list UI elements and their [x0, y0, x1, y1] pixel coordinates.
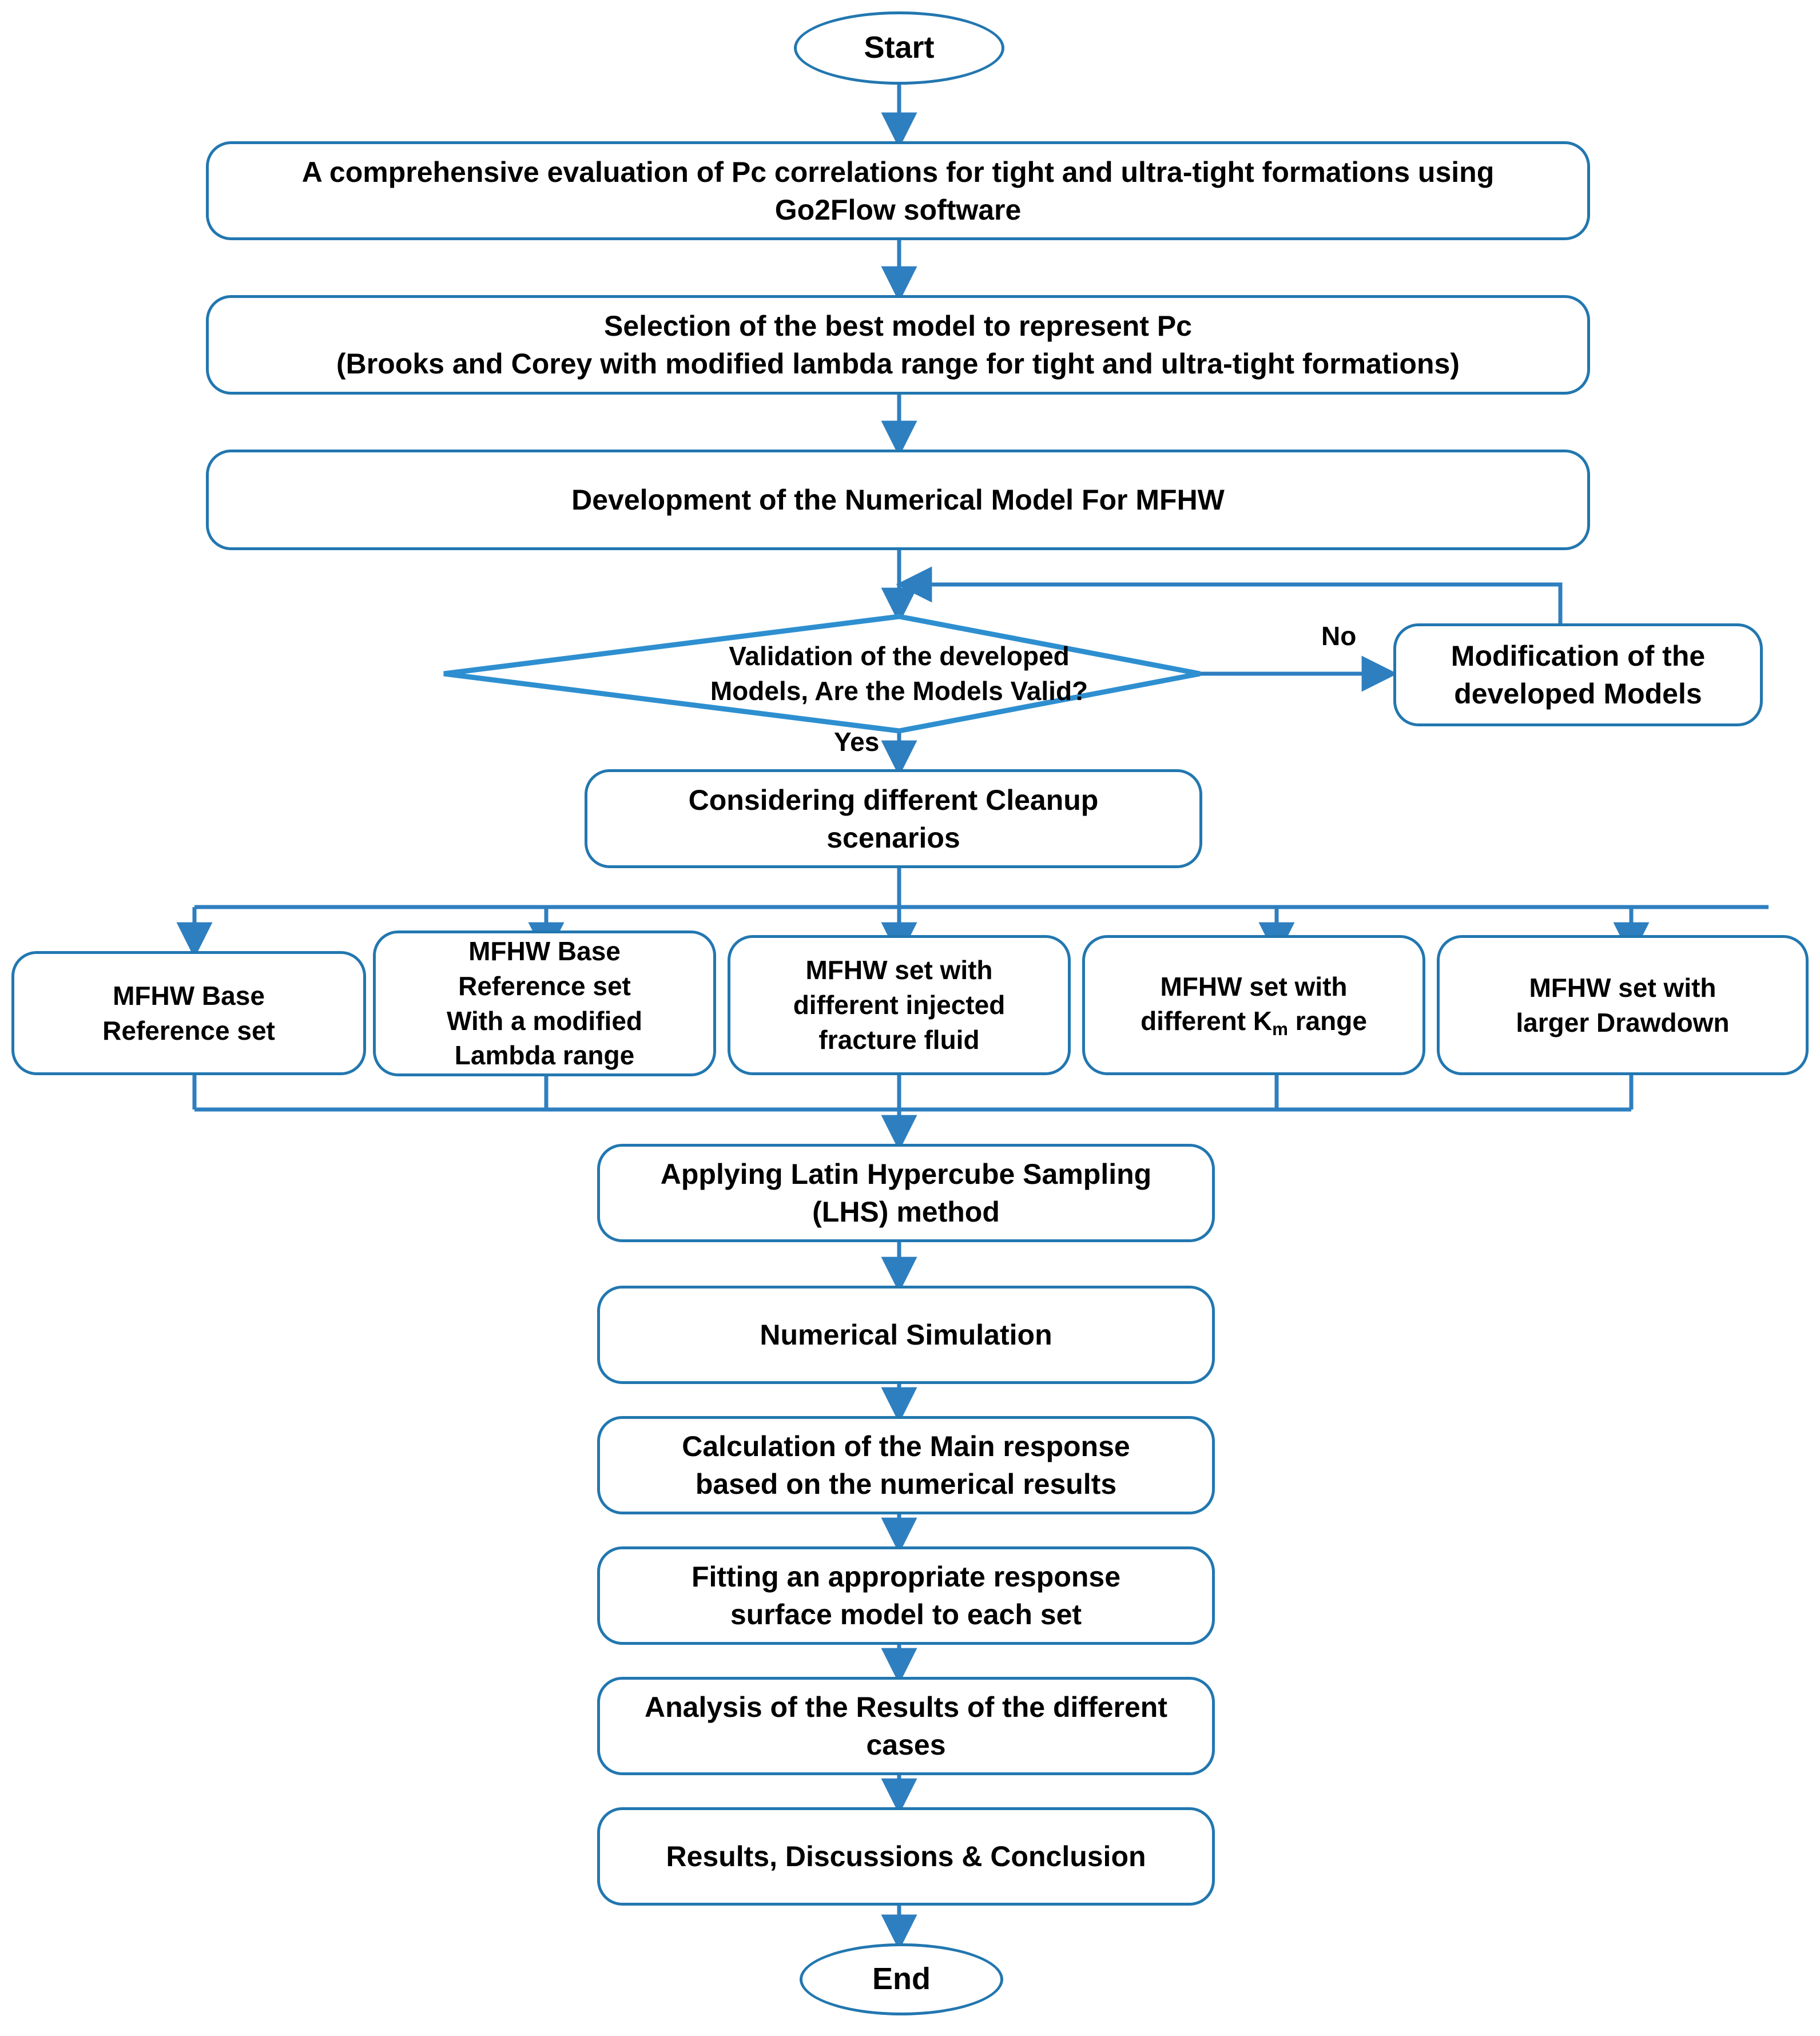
node-cleanup-scenarios[interactable]: Considering different Cleanup scenarios — [585, 769, 1202, 868]
node-response-surface-fitting[interactable]: Fitting an appropriate response surface … — [597, 1546, 1215, 1645]
node-branch-5-line1: MFHW set with — [1529, 972, 1716, 1003]
node-branch-1[interactable]: MFHW Base Reference set — [11, 951, 366, 1075]
node-modification-of-models[interactable]: Modification of the developed Models — [1393, 623, 1763, 726]
node-main-response-calculation-line1: Calculation of the Main response — [682, 1430, 1130, 1462]
node-modification-of-models-line1: Modification of the — [1451, 640, 1706, 672]
node-cleanup-scenarios-line2: scenarios — [826, 821, 960, 854]
node-results-analysis-line1: Analysis of the Results of the different — [644, 1691, 1167, 1723]
node-validation-decision-line1: Validation of the developed — [729, 641, 1070, 671]
node-numerical-model-development-label: Development of the Numerical Model For M… — [571, 484, 1225, 516]
node-branch-3-line3: fracture fluid — [818, 1024, 980, 1055]
node-comprehensive-evaluation[interactable]: A comprehensive evaluation of Pc correla… — [206, 141, 1590, 240]
node-branch-1-line1: MFHW Base — [113, 980, 265, 1011]
node-branch-4-subscript: m — [1272, 1019, 1288, 1040]
node-numerical-model-development[interactable]: Development of the Numerical Model For M… — [206, 450, 1590, 550]
node-results-analysis[interactable]: Analysis of the Results of the different… — [597, 1677, 1215, 1775]
node-end-label: End — [872, 1962, 931, 1997]
node-modification-of-models-line2: developed Models — [1454, 678, 1702, 710]
node-results-analysis-line2: cases — [866, 1729, 946, 1761]
node-branch-2-line1: MFHW Base — [468, 936, 621, 967]
node-branch-2-line3: With a modified — [446, 1005, 642, 1036]
node-branch-3-line1: MFHW set with — [805, 955, 993, 985]
node-branch-4-line1: MFHW set with — [1160, 971, 1348, 1001]
node-branch-5-line2: larger Drawdown — [1516, 1007, 1730, 1037]
node-start[interactable]: Start — [794, 11, 1004, 85]
node-numerical-simulation-label: Numerical Simulation — [760, 1319, 1052, 1351]
node-branch-2-line4: Lambda range — [454, 1040, 635, 1071]
node-start-label: Start — [864, 30, 935, 65]
decision-diamond — [443, 614, 1201, 734]
node-end[interactable]: End — [800, 1943, 1003, 2015]
node-branch-1-line2: Reference set — [102, 1015, 275, 1045]
node-branch-4-line2: different Km range — [1141, 1004, 1367, 1041]
node-branch-4[interactable]: MFHW set with different Km range — [1082, 935, 1425, 1075]
node-results-discussions-conclusion[interactable]: Results, Discussions & Conclusion — [597, 1807, 1215, 1906]
node-latin-hypercube-sampling-line1: Applying Latin Hypercube Sampling — [660, 1158, 1152, 1190]
edge-label-yes: Yes — [834, 727, 880, 757]
node-main-response-calculation-line2: based on the numerical results — [695, 1468, 1117, 1500]
edge-label-no: No — [1321, 621, 1357, 651]
node-response-surface-fitting-line1: Fitting an appropriate response — [691, 1561, 1121, 1593]
node-best-model-selection-line1: Selection of the best model to represent… — [603, 310, 1192, 342]
node-main-response-calculation[interactable]: Calculation of the Main response based o… — [597, 1416, 1215, 1514]
node-cleanup-scenarios-line1: Considering different Cleanup — [688, 784, 1099, 816]
node-branch-5[interactable]: MFHW set with larger Drawdown — [1437, 935, 1809, 1075]
node-branch-4-line2-tail: range — [1287, 1006, 1367, 1036]
node-comprehensive-evaluation-line1: A comprehensive evaluation of Pc correla… — [301, 156, 1495, 188]
node-latin-hypercube-sampling-line2: (LHS) method — [812, 1196, 1000, 1228]
node-branch-3[interactable]: MFHW set with different injected fractur… — [728, 935, 1071, 1075]
node-numerical-simulation[interactable]: Numerical Simulation — [597, 1286, 1215, 1384]
node-latin-hypercube-sampling[interactable]: Applying Latin Hypercube Sampling (LHS) … — [597, 1144, 1215, 1242]
node-validation-decision-line2: Models, Are the Models Valid? — [710, 676, 1088, 706]
node-best-model-selection[interactable]: Selection of the best model to represent… — [206, 295, 1590, 395]
node-validation-decision[interactable]: Validation of the developed Models, Are … — [581, 617, 1217, 731]
node-branch-4-line2-head: different K — [1141, 1006, 1273, 1036]
node-branch-2-line2: Reference set — [458, 971, 631, 1001]
node-response-surface-fitting-line2: surface model to each set — [730, 1598, 1082, 1631]
node-best-model-selection-line2: (Brooks and Corey with modified lambda r… — [336, 348, 1460, 380]
node-results-discussions-conclusion-label: Results, Discussions & Conclusion — [666, 1840, 1146, 1872]
node-comprehensive-evaluation-line2: Go2Flow software — [774, 193, 1022, 226]
node-branch-2[interactable]: MFHW Base Reference set With a modified … — [373, 930, 716, 1076]
node-branch-3-line2: different injected — [793, 990, 1006, 1020]
